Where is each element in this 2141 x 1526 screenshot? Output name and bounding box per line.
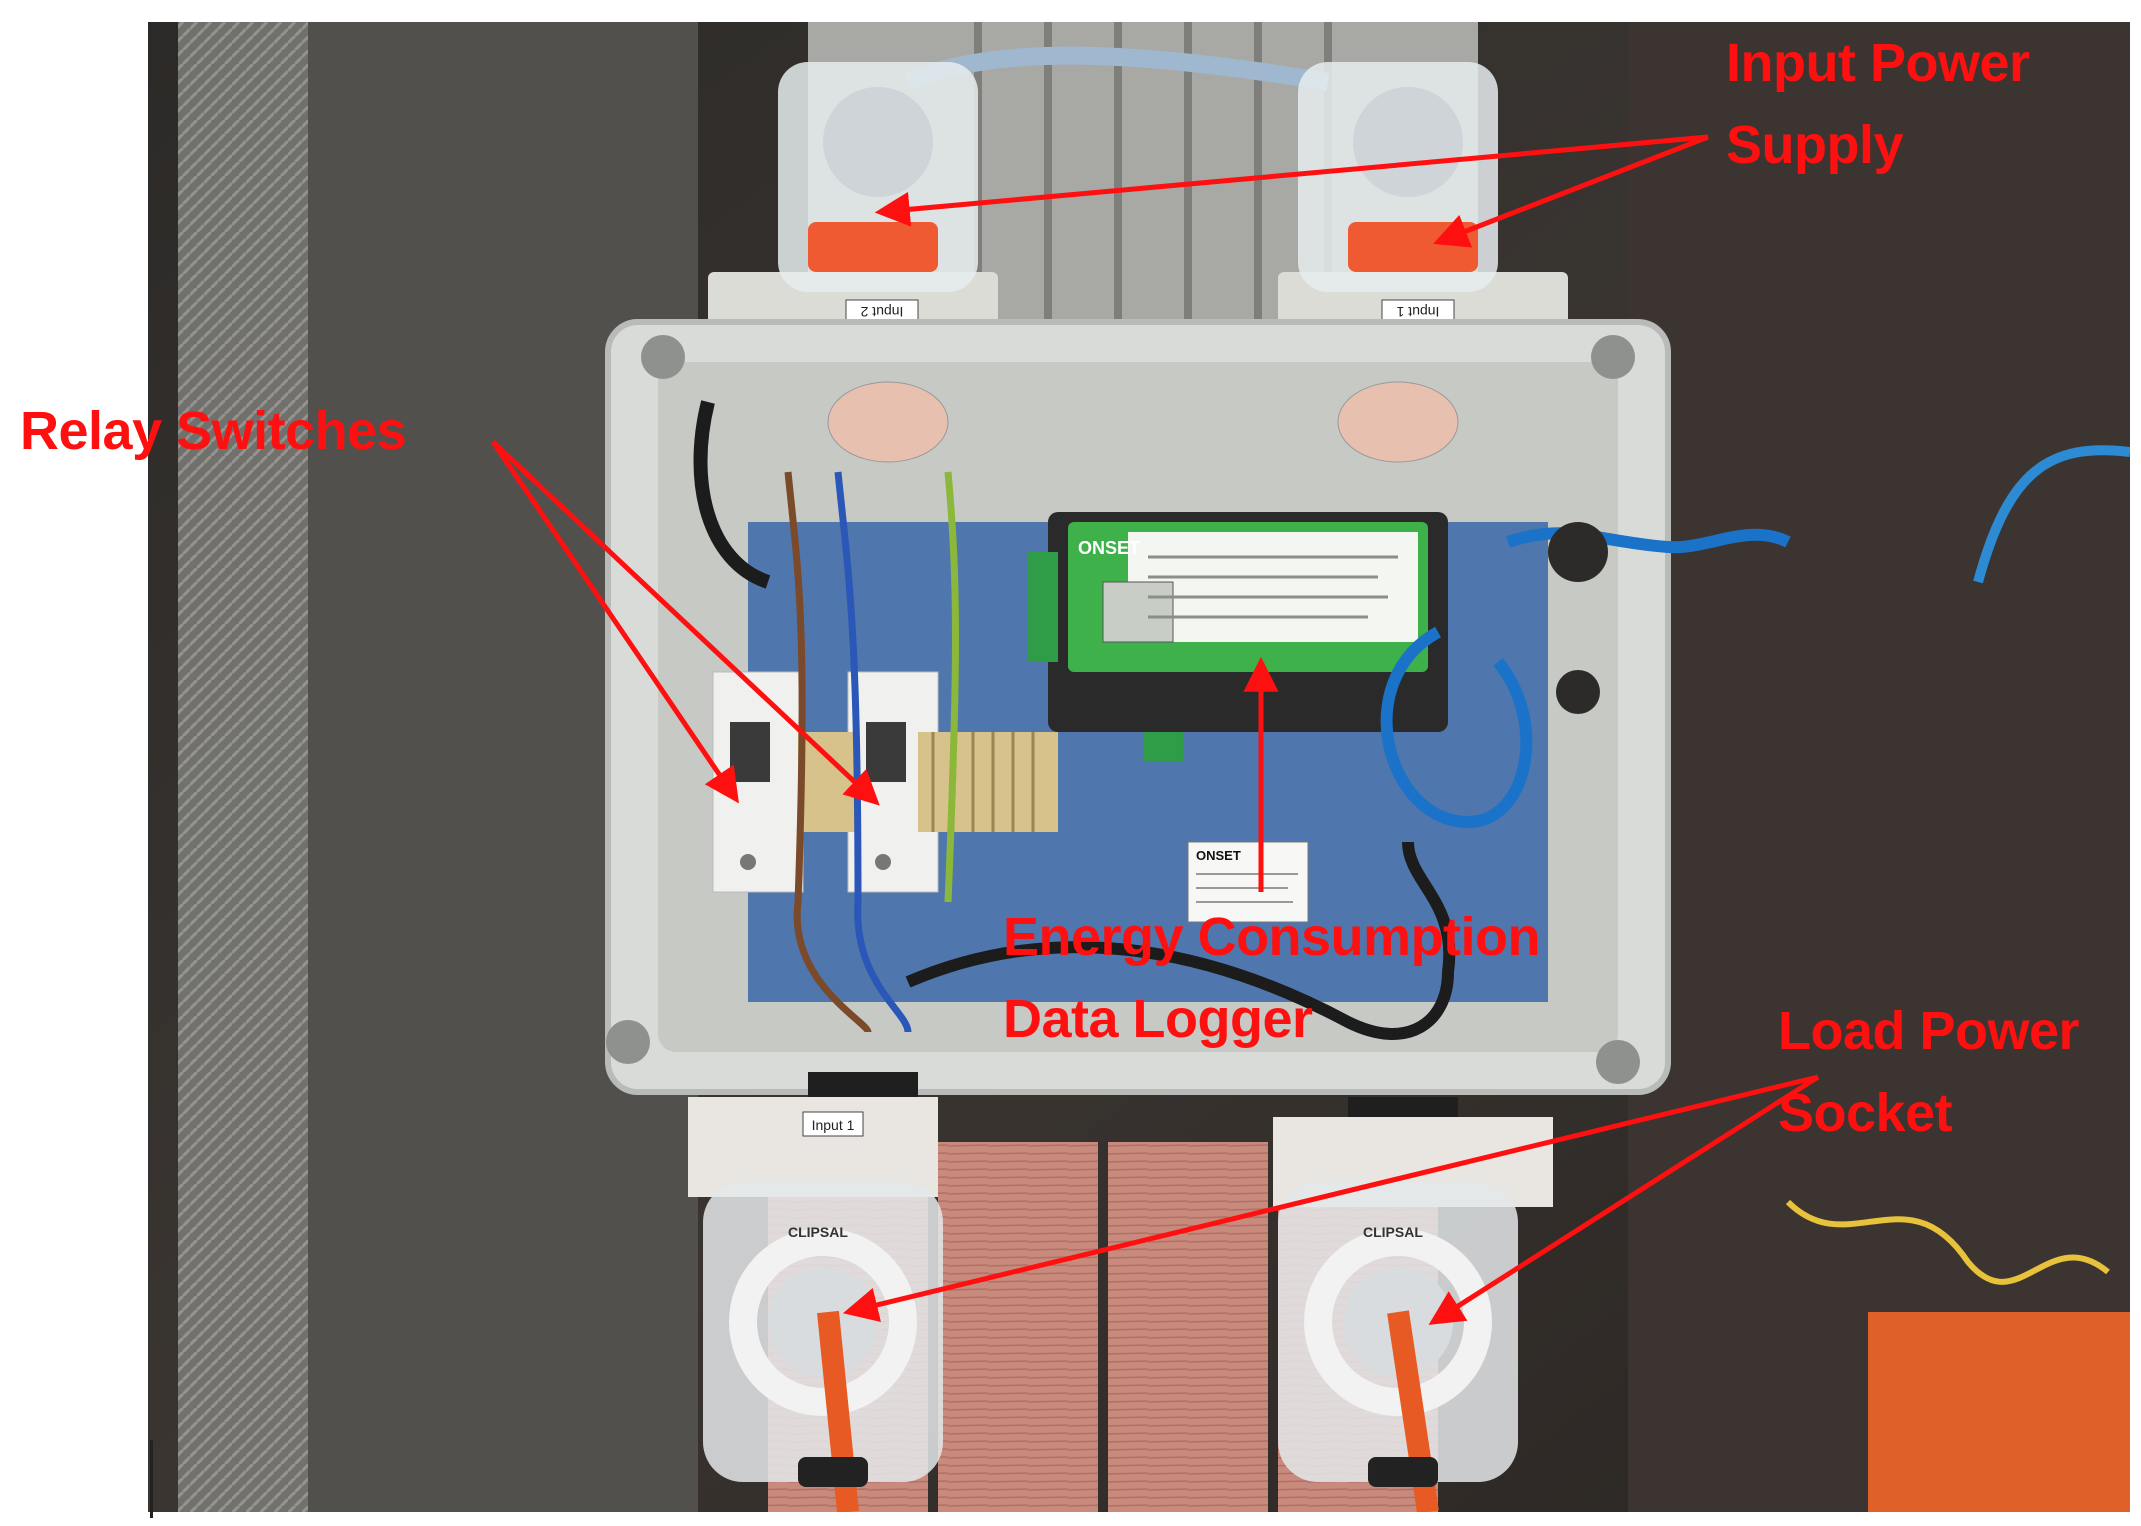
sticker-brand: ONSET <box>1196 848 1241 863</box>
wire-braided <box>905 841 1456 1040</box>
gland-left <box>827 381 949 463</box>
arrow-load-left <box>842 1074 1819 1323</box>
socket-brand-right: CLIPSAL <box>1363 1224 1423 1240</box>
arrow-input-power-right <box>1433 134 1709 248</box>
terminal-block <box>1028 552 1058 662</box>
right-floor <box>1628 22 2130 1512</box>
terminal-block <box>1143 732 1183 762</box>
label-relay-switches: Relay Switches <box>20 390 407 472</box>
load-socket-left <box>688 1097 943 1512</box>
socket-tag-left <box>802 1111 864 1137</box>
label-line: Energy Consumption <box>1003 907 1541 967</box>
text-cursor <box>150 1440 153 1518</box>
wire-braided <box>693 400 771 589</box>
wood-slat <box>1108 1142 1268 1512</box>
logger-label-panel <box>1128 532 1418 642</box>
input-tag-right-text: Input 1 <box>1396 304 1439 320</box>
orange-crate <box>1868 1312 2130 1512</box>
label-line: Load Power <box>1778 1001 2080 1061</box>
enclosure-screw <box>606 1020 650 1064</box>
socket-brand-left: CLIPSAL <box>788 1224 848 1240</box>
label-energy-data-logger: Energy Consumption Data Logger <box>1003 896 1541 1060</box>
blue-cable-right <box>1973 445 2130 584</box>
label-load-power-socket: Load Power Socket <box>1778 990 2080 1154</box>
label-line: Data Logger <box>1003 989 1313 1049</box>
din-terminals <box>798 732 1058 832</box>
wood-slat <box>938 1142 1098 1512</box>
yellow-cable <box>1785 1199 2110 1285</box>
wire-brown <box>784 471 872 1034</box>
cable-gland <box>1556 670 1600 714</box>
enclosure-screw <box>1591 335 1635 379</box>
annotated-photo: Input 2 Input 1 ONSET <box>148 22 2130 1512</box>
cable-gland <box>1548 522 1608 582</box>
arrow-relay-right <box>491 440 880 806</box>
label-line: Supply <box>1726 115 1904 175</box>
enclosure-screw <box>641 335 685 379</box>
socket-tag-left-text: Input 1 <box>812 1117 855 1133</box>
ethernet-cable <box>1380 626 1533 829</box>
logger-brand: ONSET <box>1078 538 1140 558</box>
logger-lcd <box>1102 581 1174 643</box>
gland-right <box>1337 381 1459 463</box>
wire-earth <box>944 471 959 903</box>
input-tag-left-text: Input 2 <box>860 304 903 320</box>
label-line: Relay Switches <box>20 401 407 461</box>
ethernet-cable <box>1506 527 1791 554</box>
label-line: Input Power <box>1726 33 2030 93</box>
arrow-relay-left <box>490 440 739 804</box>
arrow-load-right <box>1428 1074 1820 1325</box>
label-line: Socket <box>1778 1083 1953 1143</box>
label-input-power-supply: Input Power Supply <box>1726 22 2030 186</box>
enclosure-screw <box>1596 1040 1640 1084</box>
device-sticker <box>1187 841 1309 923</box>
load-socket-right <box>1273 1117 1553 1512</box>
arrow-input-power-left <box>874 134 1709 227</box>
